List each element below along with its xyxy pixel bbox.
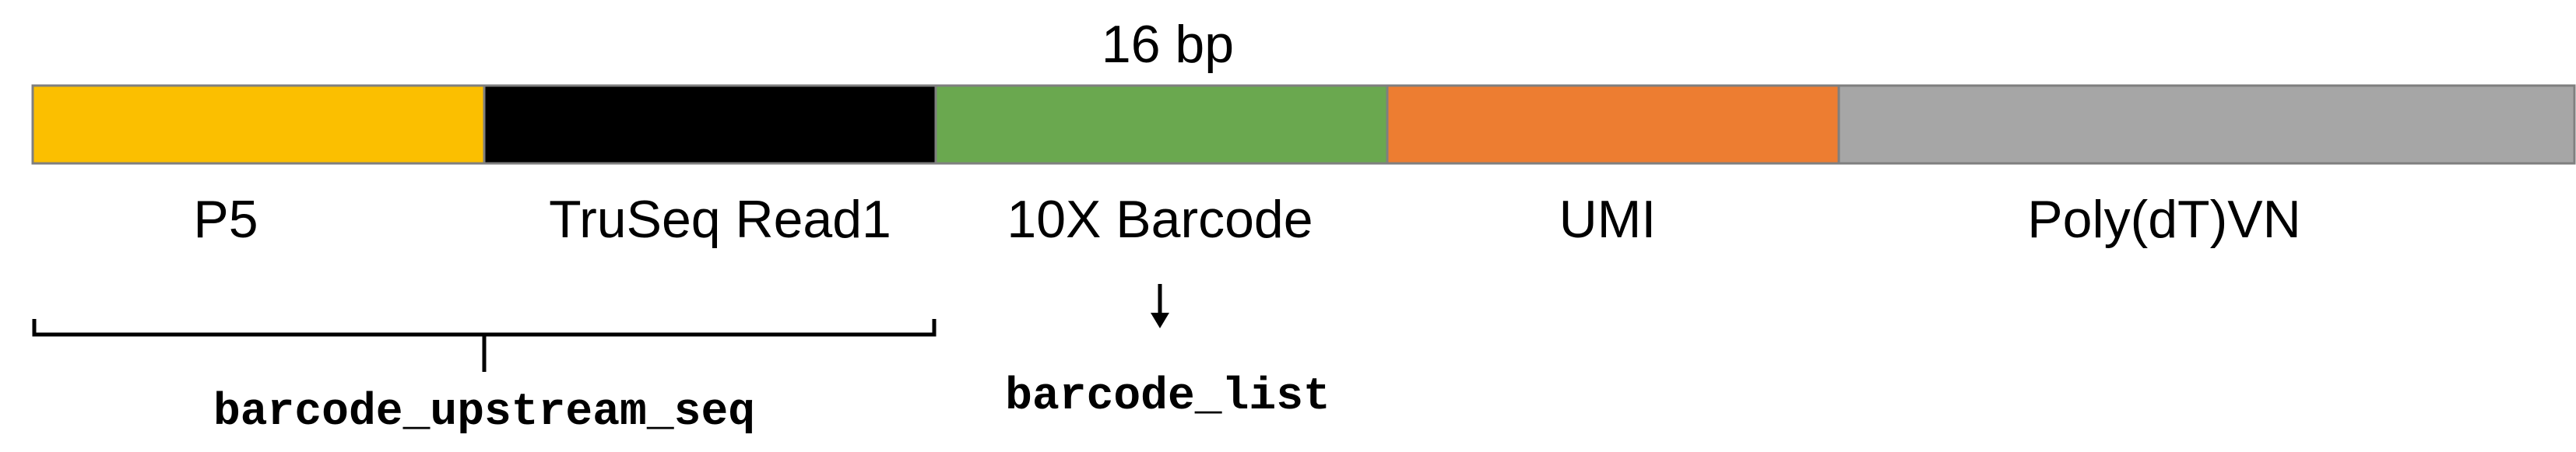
segment-10x-barcode xyxy=(934,84,1389,165)
segment-polydt-vn xyxy=(1837,84,2576,165)
segment-umi xyxy=(1386,84,1840,165)
barcode-list-label: barcode_list xyxy=(1005,372,1330,422)
segment-label-umi: UMI xyxy=(1559,190,1657,249)
segment-p5 xyxy=(31,84,486,165)
barcode-arrow xyxy=(1151,284,1169,328)
segment-label-p5: P5 xyxy=(193,190,258,249)
segment-length-annotation: 16 bp xyxy=(1102,15,1234,74)
segment-bar xyxy=(31,84,2576,165)
segment-truseq-read1 xyxy=(483,84,937,165)
segment-label-10x-barcode: 10X Barcode xyxy=(1007,190,1313,249)
barcode-upstream-seq-label: barcode_upstream_seq xyxy=(213,387,755,438)
upstream-brace xyxy=(32,319,937,372)
segment-label-polydt-vn: Poly(dT)VN xyxy=(2027,190,2300,249)
segment-label-truseq-read1: TruSeq Read1 xyxy=(549,190,891,249)
